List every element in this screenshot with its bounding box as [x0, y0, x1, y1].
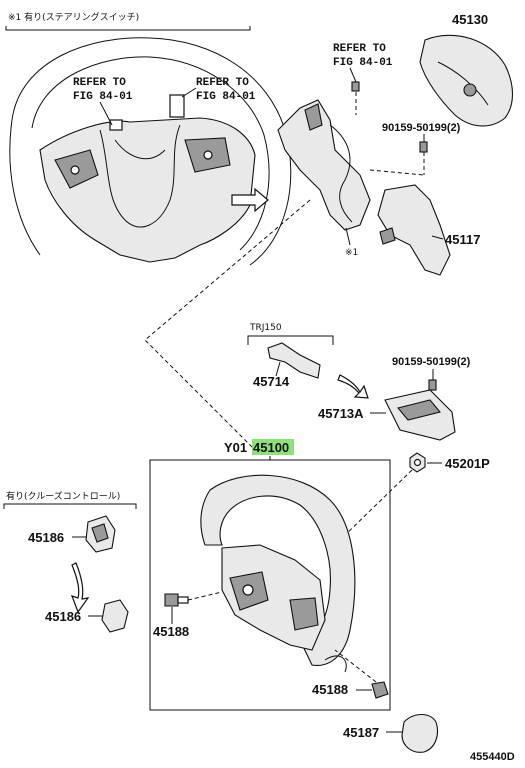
assembly-dash-line — [144, 199, 311, 451]
harness-connector — [169, 94, 185, 118]
label-45117: 45117 — [445, 232, 480, 247]
label-45713a: 45713A — [318, 406, 364, 421]
curved-arrow-icon — [337, 374, 369, 399]
switch-bezel-inner — [397, 399, 441, 421]
mark-1-leader — [345, 227, 351, 246]
assembly-box — [149, 459, 391, 711]
wheel-assembly-group: Y01 45100 45188 45188 — [149, 439, 391, 711]
trim-code: TRJ150 — [249, 323, 282, 333]
ref-b-leader — [181, 87, 197, 98]
lower-cover-clip — [379, 227, 396, 245]
steering-wheel-rim — [200, 474, 356, 666]
label-45714: 45714 — [253, 374, 290, 389]
cruise-note: 有り(クルーズコントロール) — [6, 490, 120, 502]
nut-dash — [339, 469, 413, 541]
figure-id: 455440D — [470, 751, 515, 763]
ref-a-leader — [99, 101, 113, 126]
assembly-highlight — [252, 439, 294, 455]
switch-assembly — [277, 99, 371, 231]
right-switch-button — [203, 150, 213, 160]
switch-assembly-wire — [329, 124, 353, 223]
label-45186-b: 45186 — [45, 609, 81, 624]
horn-pad-emblem — [463, 83, 477, 97]
screw-top-dash-2 — [369, 169, 425, 176]
switch-assembly-connector — [304, 103, 323, 131]
wheel-rim-outer — [11, 37, 292, 266]
bolt-45188-head — [164, 593, 179, 607]
mark-1: ※1 — [345, 248, 358, 258]
leader-45714 — [275, 361, 281, 377]
bolt-45188-b-dash — [334, 649, 377, 683]
nut-45201p-hole — [413, 458, 422, 467]
ref-c-leader — [349, 67, 357, 83]
label-screw-mid: 90159-50199(2) — [392, 356, 471, 368]
switch-detail-group: ※1 有り(ステアリングスイッチ) REFER TO FIG 84-01 REF… — [5, 11, 292, 266]
label-screw-top: 90159-50199(2) — [382, 122, 461, 134]
wheel-rim-left — [9, 119, 41, 256]
bolt-45188-shank — [177, 596, 189, 604]
ref-a-line2: FIG 84-01 — [73, 91, 133, 103]
switch-note: ※1 有り(ステアリングスイッチ) — [8, 11, 139, 23]
screw-mid-part — [428, 379, 437, 391]
screw-top-part — [419, 141, 428, 153]
horn-pad-edge — [437, 61, 489, 106]
cruise-switch-45186-b — [101, 599, 129, 633]
down-arrow-icon — [70, 562, 90, 614]
switch-wire-harness-2 — [114, 139, 166, 160]
ref-c-line1: REFER TO — [333, 43, 386, 55]
ref-b-line2: FIG 84-01 — [196, 91, 256, 103]
steering-wheel-button — [242, 584, 254, 596]
left-switch-button — [70, 165, 80, 175]
trim-45714 — [267, 342, 321, 379]
assembly-prefix: Y01 — [224, 440, 247, 455]
ref-c-screw — [351, 81, 360, 92]
label-45186-a: 45186 — [28, 530, 64, 545]
steering-wheel-spoke-edge — [324, 655, 347, 673]
label-45130: 45130 — [452, 12, 488, 27]
label-45187: 45187 — [343, 725, 379, 740]
label-45201p: 45201P — [445, 456, 490, 471]
trim-code-bracket — [247, 335, 334, 345]
cruise-switch-45186-a-face — [91, 523, 109, 543]
switch-note-bracket — [5, 26, 251, 31]
steering-wheel-right-pad — [289, 597, 319, 631]
right-arrow-icon — [231, 187, 269, 213]
switch-wire-harness — [99, 124, 181, 228]
cap-group: 45187 455440D — [343, 713, 515, 763]
harness-connector-2 — [109, 119, 123, 131]
leader-45117 — [431, 235, 444, 240]
trim-group: TRJ150 45714 90159-50199(2) 45713A 45201… — [247, 323, 490, 541]
ref-b-line1: REFER TO — [196, 77, 249, 89]
assembly-number: 45100 — [253, 440, 289, 455]
ref-a-line1: REFER TO — [73, 77, 126, 89]
bolt-45188-b-head — [371, 681, 389, 699]
cruise-group: 有り(クルーズコントロール) 45186 45186 — [3, 490, 137, 633]
bolt-45188-dash — [187, 591, 223, 601]
lower-cover-45117 — [377, 184, 451, 276]
cap-45187 — [401, 713, 439, 753]
label-45188-a: 45188 — [153, 624, 189, 639]
cruise-note-bracket — [3, 503, 137, 509]
upper-parts-group: 45130 REFER TO FIG 84-01 ※1 90159-50199(… — [277, 12, 514, 276]
label-45188-b: 45188 — [312, 682, 348, 697]
wheel-rim-inner — [31, 56, 270, 251]
ref-c-line2: FIG 84-01 — [333, 57, 393, 69]
